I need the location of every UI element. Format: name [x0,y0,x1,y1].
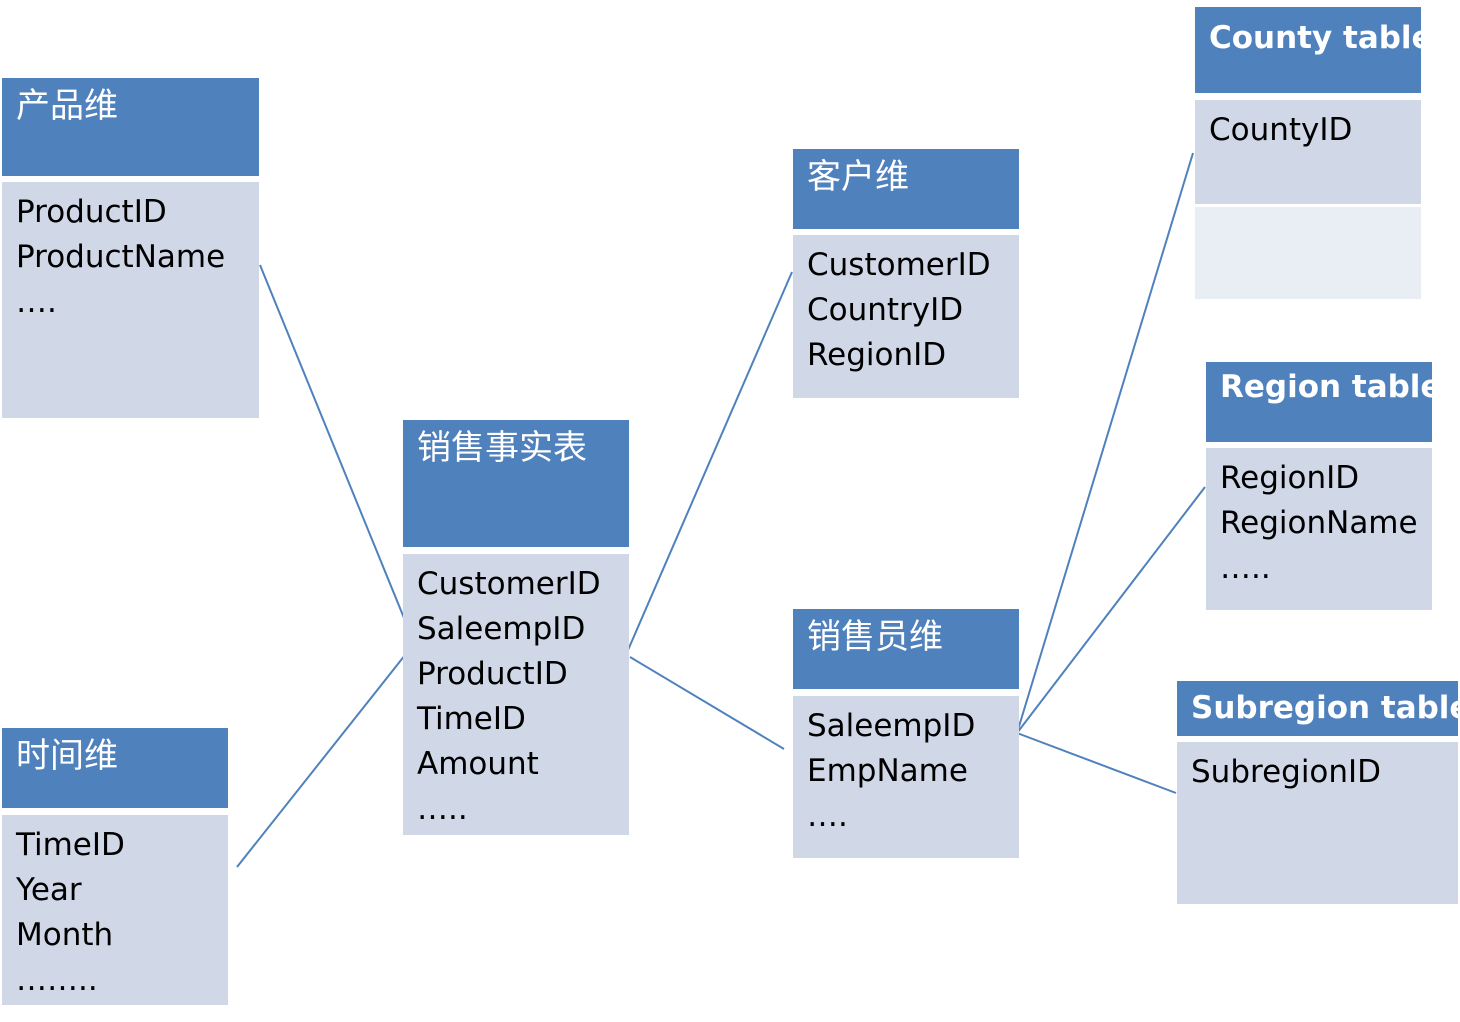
connector-fact-to-salesperson [629,656,785,750]
field: SubregionID [1191,754,1382,790]
field: SaleempID [417,611,586,647]
subregion-table: Subregion table SubregionID [1177,681,1460,904]
field: ProductID [417,656,568,692]
field: ….. [1220,550,1271,586]
table-header: Region table [1206,362,1441,442]
sales-fact-table: 销售事实表 CustomerID SaleempID ProductID Tim… [403,420,629,835]
table-title: 客户维 [807,157,909,197]
connector-fact-to-customer [624,271,793,658]
table-body: SaleempID EmpName …. [793,696,1019,858]
field: SaleempID [807,708,976,744]
field: CustomerID [417,566,601,602]
field: RegionName [1220,505,1418,541]
field: Amount [417,746,539,782]
table-body: CustomerID SaleempID ProductID TimeID Am… [403,554,629,835]
table-body: CustomerID CountryID RegionID [793,235,1019,398]
connector-salesperson-to-subregion [1016,732,1177,794]
field: Month [16,917,114,953]
salesperson-dimension-table: 销售员维 SaleempID EmpName …. [793,609,1019,858]
table-header: 销售员维 [793,609,1019,689]
table-header: County table [1195,7,1433,93]
table-header: 产品维 [2,78,259,176]
connector-time-to-fact [236,644,414,868]
field: …….. [16,962,98,998]
table-header: 客户维 [793,149,1019,229]
table-body: ProductID ProductName …. [2,182,259,418]
field: TimeID [417,701,526,737]
field: …. [16,284,57,320]
table-body: CountyID [1195,100,1421,204]
field: ProductID [16,194,167,230]
region-table: Region table RegionID RegionName ….. [1206,362,1441,610]
field: EmpName [807,753,968,789]
connector-product-to-fact [259,264,414,641]
field: RegionID [1220,460,1360,496]
county-table: County table CountyID [1195,7,1433,299]
connector-salesperson-to-county [1016,152,1194,734]
field: CustomerID [807,247,991,283]
field: TimeID [16,827,125,863]
table-title: 产品维 [16,86,118,126]
table-title: County table [1209,20,1433,56]
table-title: 销售员维 [807,617,943,657]
field: CountryID [807,292,964,328]
customer-dimension-table: 客户维 CustomerID CountryID RegionID [793,149,1019,398]
table-body-empty-row [1195,207,1421,299]
table-body: RegionID RegionName ….. [1206,448,1432,610]
table-title: Subregion table [1191,690,1460,726]
table-header: 销售事实表 [403,420,629,547]
table-body: TimeID Year Month …….. [2,815,228,1005]
field: ProductName [16,239,226,275]
table-body: SubregionID [1177,742,1458,904]
table-title: Region table [1220,369,1442,405]
table-title: 销售事实表 [417,428,587,468]
field: Year [16,872,82,908]
table-header: 时间维 [2,728,228,808]
time-dimension-table: 时间维 TimeID Year Month …….. [2,728,228,1005]
field: ….. [417,791,468,827]
table-title: 时间维 [16,736,118,776]
table-header: Subregion table [1177,681,1460,736]
field: RegionID [807,337,947,373]
field: …. [807,798,848,834]
product-dimension-table: 产品维 ProductID ProductName …. [2,78,259,418]
field: CountyID [1209,112,1353,148]
